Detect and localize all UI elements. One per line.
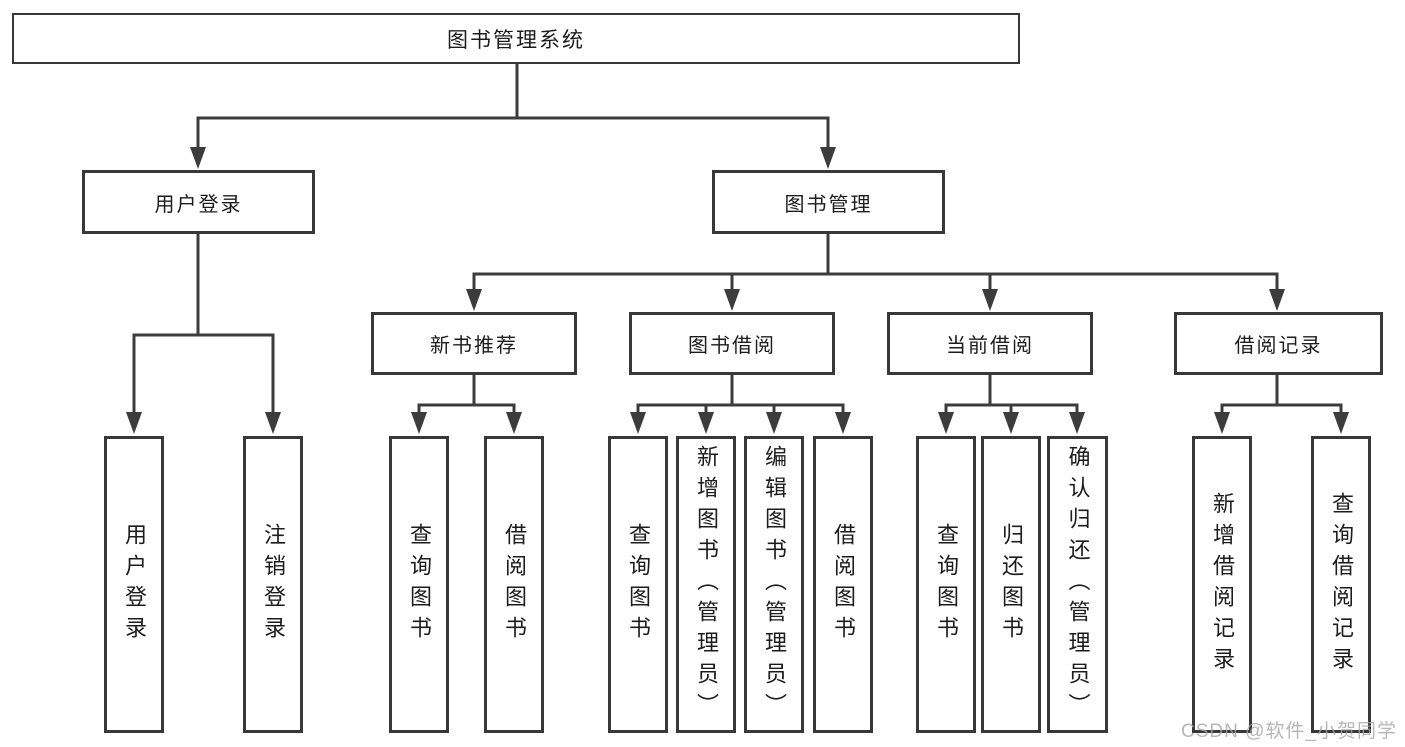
node-user-login-branch: 用户登录 xyxy=(82,170,315,234)
node-label: 查询图书 xyxy=(934,522,959,647)
node-book-borrowing: 图书借阅 xyxy=(629,312,835,375)
leaf-add-books-admin: 新增图书（管理员） xyxy=(676,436,736,733)
node-library-management-system: 图书管理系统 xyxy=(12,13,1020,64)
node-label: 借阅记录 xyxy=(1234,335,1323,357)
leaf-query-books-2: 查询图书 xyxy=(608,436,668,733)
leaf-query-borrow-record: 查询借阅记录 xyxy=(1311,436,1371,733)
leaf-query-books-3: 查询图书 xyxy=(916,436,976,733)
leaf-user-login: 用户登录 xyxy=(104,436,164,733)
leaf-edit-books-admin: 编辑图书（管理员） xyxy=(744,436,804,733)
node-label: 图书借阅 xyxy=(688,335,776,357)
node-label: 注销登录 xyxy=(261,522,286,647)
node-label: 新增图书（管理员） xyxy=(694,445,719,724)
leaf-query-books-1: 查询图书 xyxy=(389,436,449,733)
node-label: 图书管理系统 xyxy=(447,28,585,52)
node-label: 查询图书 xyxy=(626,522,651,647)
node-label: 借阅图书 xyxy=(502,522,527,647)
node-label: 用户登录 xyxy=(154,193,243,216)
node-label: 借阅图书 xyxy=(831,522,856,647)
leaf-return-books: 归还图书 xyxy=(981,436,1041,733)
node-borrowing-records: 借阅记录 xyxy=(1174,312,1383,375)
node-new-book-recommendation: 新书推荐 xyxy=(371,312,577,375)
leaf-add-borrow-record: 新增借阅记录 xyxy=(1192,436,1252,733)
node-label: 归还图书 xyxy=(999,522,1024,647)
node-label: 当前借阅 xyxy=(946,335,1034,357)
leaf-borrow-books-2: 借阅图书 xyxy=(813,436,873,733)
leaf-confirm-return-admin: 确认归还（管理员） xyxy=(1047,436,1108,733)
node-label: 新书推荐 xyxy=(430,335,518,357)
node-current-borrowing: 当前借阅 xyxy=(887,312,1093,375)
leaf-borrow-books-1: 借阅图书 xyxy=(484,436,544,733)
node-label: 图书管理 xyxy=(784,193,873,216)
node-label: 查询借阅记录 xyxy=(1329,491,1354,678)
node-label: 编辑图书（管理员） xyxy=(762,445,787,724)
node-label: 查询图书 xyxy=(407,522,432,647)
node-book-management-branch: 图书管理 xyxy=(712,170,945,234)
leaf-logout: 注销登录 xyxy=(243,436,303,733)
node-label: 用户登录 xyxy=(122,522,147,647)
node-label: 新增借阅记录 xyxy=(1210,491,1235,678)
csdn-watermark: CSDN @软件_小贺同学 xyxy=(1181,721,1397,742)
node-label: 确认归还（管理员） xyxy=(1065,445,1091,724)
